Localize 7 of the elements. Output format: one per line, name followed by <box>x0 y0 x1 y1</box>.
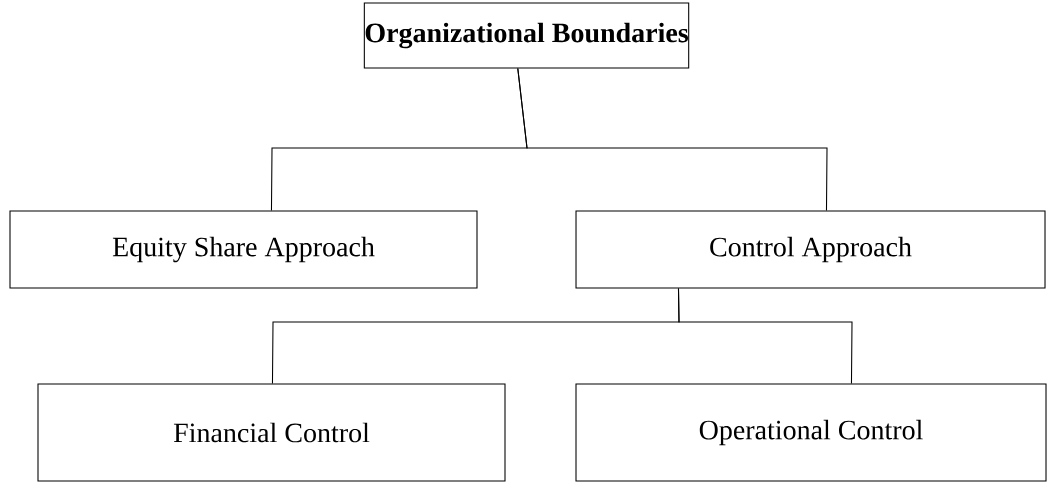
category-box: Equity Share Approach <box>9 210 478 289</box>
category-box: Financial Control <box>37 383 506 482</box>
connector-line <box>517 68 828 211</box>
title-box: Organizational Boundaries <box>363 2 690 69</box>
connector-line <box>677 288 853 384</box>
category-box: Control Approach <box>575 210 1046 289</box>
category-box: Operational Control <box>575 383 1047 482</box>
